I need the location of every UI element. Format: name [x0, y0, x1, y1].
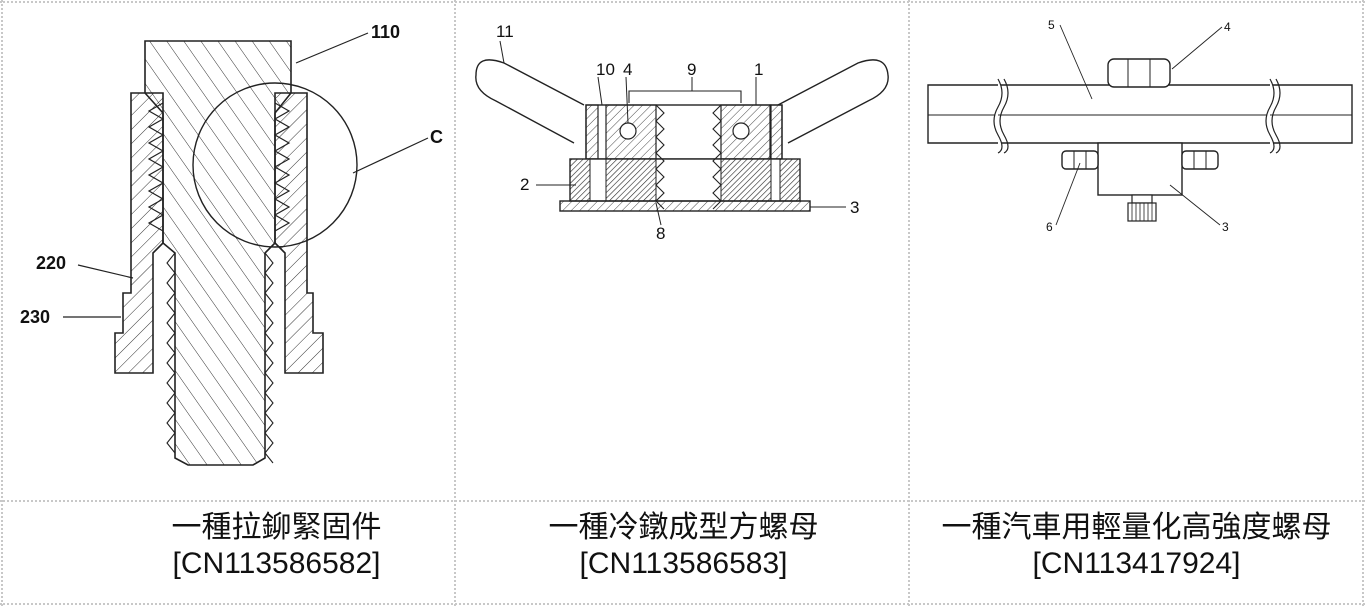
patent-number: [CN113586583]	[457, 546, 910, 582]
label-1: 1	[754, 60, 763, 79]
label-9: 9	[687, 60, 696, 79]
label-c: C	[430, 127, 443, 147]
label-220: 220	[36, 253, 66, 273]
label-3: 3	[1222, 220, 1229, 234]
label-4: 4	[1224, 20, 1231, 34]
patent-number: [CN113417924]	[910, 546, 1363, 582]
square-nut-drawing: 11 10 4 9 1 2 3 8	[456, 3, 906, 499]
patent-number: [CN113586582]	[50, 546, 503, 582]
label-230: 230	[20, 307, 50, 327]
rivet-fastener-drawing: 110 C 220 230	[3, 3, 453, 499]
grid-line-bottom	[0, 603, 1365, 605]
caption-automotive-nut: 一種汽車用輕量化高強度螺母 [CN113417924]	[910, 510, 1363, 582]
label-4: 4	[623, 60, 632, 79]
caption-square-nut: 一種冷鐓成型方螺母 [CN113586583]	[457, 510, 910, 582]
label-8: 8	[656, 224, 665, 243]
label-2: 2	[520, 175, 529, 194]
label-3: 3	[850, 198, 859, 217]
automotive-nut-drawing: 5 4 6 3	[910, 3, 1360, 499]
label-11: 11	[496, 22, 514, 41]
label-110: 110	[371, 22, 400, 42]
label-6: 6	[1046, 220, 1053, 234]
patent-title: 一種汽車用輕量化高強度螺母	[910, 510, 1363, 546]
label-10: 10	[596, 60, 615, 79]
patent-title: 一種拉鉚緊固件	[50, 510, 503, 546]
patent-title: 一種冷鐓成型方螺母	[457, 510, 910, 546]
grid-line-middle	[0, 500, 1365, 502]
caption-rivet-fastener: 一種拉鉚緊固件 [CN113586582]	[50, 510, 503, 582]
label-5: 5	[1048, 18, 1055, 32]
